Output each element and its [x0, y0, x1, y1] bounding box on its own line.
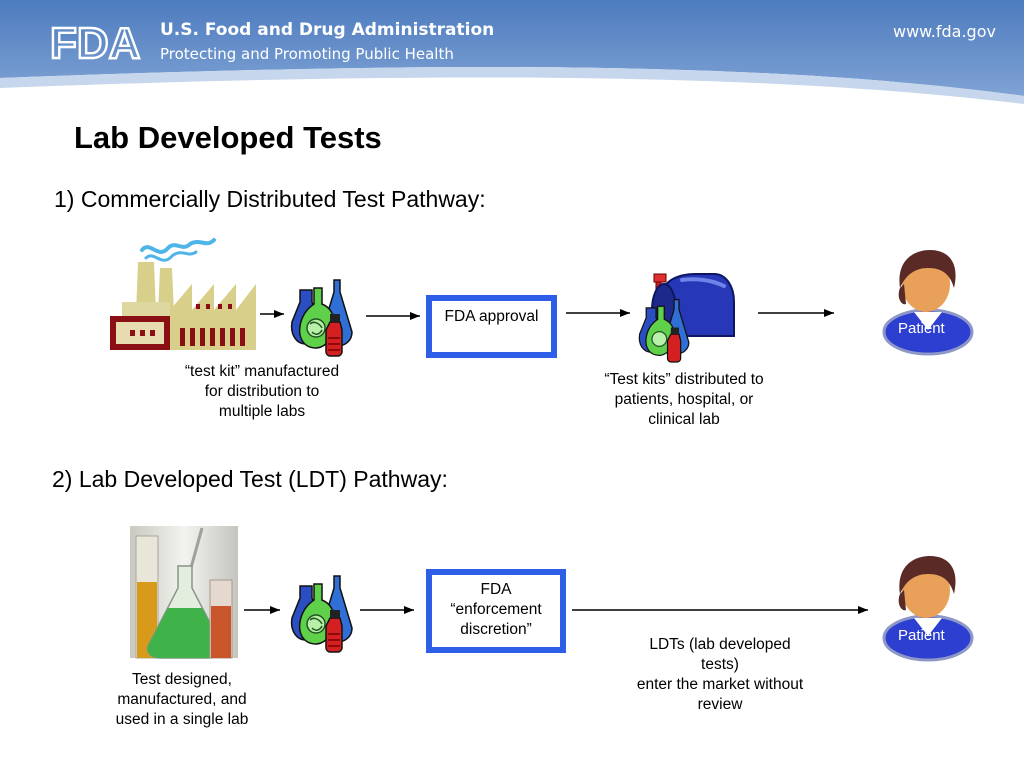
header-banner: FDA U.S. Food and Drug Administration Pr… [0, 0, 1024, 110]
market-caption: LDTs (lab developed tests) enter the mar… [612, 635, 828, 715]
distribution-caption: “Test kits” distributed to patients, hos… [582, 370, 786, 430]
factory-icon [110, 238, 256, 350]
pathway1-heading: 1) Commercially Distributed Test Pathway… [54, 186, 486, 212]
pathway2-heading: 2) Lab Developed Test (LDT) Pathway: [52, 466, 448, 492]
market-caption-line: review [697, 696, 743, 713]
fda-logo: FDA [50, 18, 142, 64]
agency-name: U.S. Food and Drug Administration [160, 20, 495, 40]
fda-approval-label: FDA approval [444, 308, 539, 325]
patient-label-2: Patient [898, 627, 945, 644]
slide-title: Lab Developed Tests [74, 120, 382, 155]
test-kit-icon [290, 575, 353, 653]
fda-enforcement-discretion-box: FDA “enforcement discretion” [426, 569, 566, 653]
mailbox-icon [638, 273, 735, 363]
discretion-box-line: FDA [480, 581, 512, 598]
manufacture-caption-line: for distribution to [204, 383, 320, 400]
market-caption-line: tests) [701, 656, 739, 673]
lab-caption-line: Test designed, [132, 671, 232, 688]
patient-label-1: Patient [898, 320, 945, 337]
lab-glassware-photo [130, 526, 238, 659]
manufacture-caption: “test kit” manufactured for distribution… [160, 362, 364, 422]
market-caption-line: enter the market without [636, 676, 804, 693]
market-caption-line: LDTs (lab developed [649, 636, 791, 653]
distribution-caption-line: patients, hospital, or [614, 391, 754, 408]
distribution-caption-line: “Test kits” distributed to [604, 371, 764, 388]
patient-icon [882, 250, 974, 356]
lab-caption: Test designed, manufactured, and used in… [96, 670, 268, 730]
agency-tagline: Protecting and Promoting Public Health [160, 45, 454, 63]
discretion-box-line: discretion” [460, 621, 532, 638]
header-swoosh [0, 0, 1024, 104]
test-kit-icon [290, 279, 353, 357]
site-url[interactable]: www.fda.gov [893, 22, 996, 41]
discretion-box-line: “enforcement [450, 601, 542, 618]
distribution-caption-line: clinical lab [648, 411, 720, 428]
manufacture-caption-line: “test kit” manufactured [184, 363, 340, 380]
fda-approval-box: FDA approval [426, 295, 557, 358]
fda-logo-text: FDA [50, 19, 140, 64]
lab-caption-line: used in a single lab [115, 711, 249, 728]
lab-caption-line: manufactured, and [117, 691, 247, 708]
manufacture-caption-line: multiple labs [218, 403, 306, 420]
patient-icon [882, 556, 974, 662]
